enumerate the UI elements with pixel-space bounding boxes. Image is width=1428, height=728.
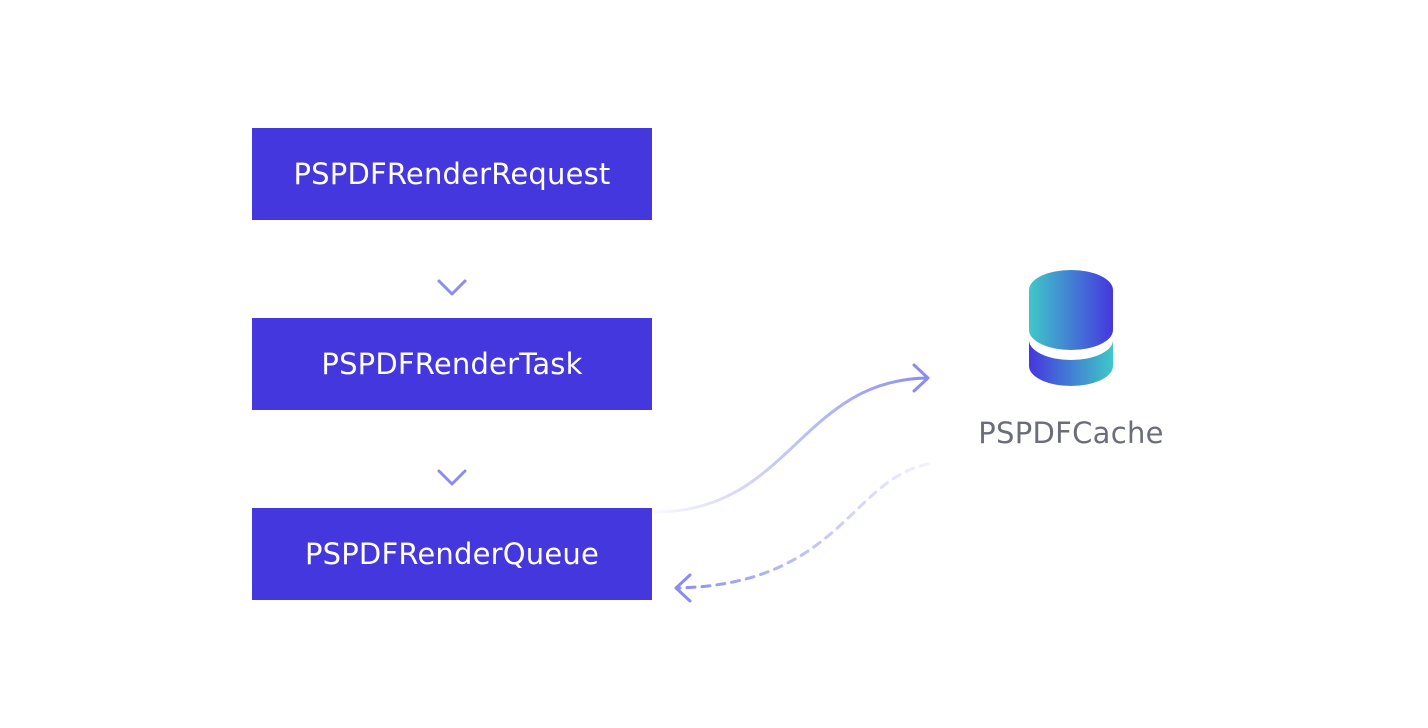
arrow-cache-to-queue: [674, 462, 930, 603]
node-render-queue-label: PSPDFRenderQueue: [304, 537, 600, 571]
node-render-request-label: PSPDFRenderRequest: [293, 157, 611, 191]
arrow-request-to-task: [437, 222, 467, 296]
node-render-task-label: PSPDFRenderTask: [321, 347, 583, 381]
cache-label: PSPDFCache: [978, 416, 1164, 450]
node-render-queue: PSPDFRenderQueue: [252, 508, 652, 600]
node-render-request: PSPDFRenderRequest: [252, 128, 652, 220]
arrow-queue-to-cache: [653, 363, 930, 514]
arrow-task-to-queue: [437, 412, 467, 486]
node-render-task: PSPDFRenderTask: [252, 318, 652, 410]
database-icon: [1026, 268, 1116, 392]
